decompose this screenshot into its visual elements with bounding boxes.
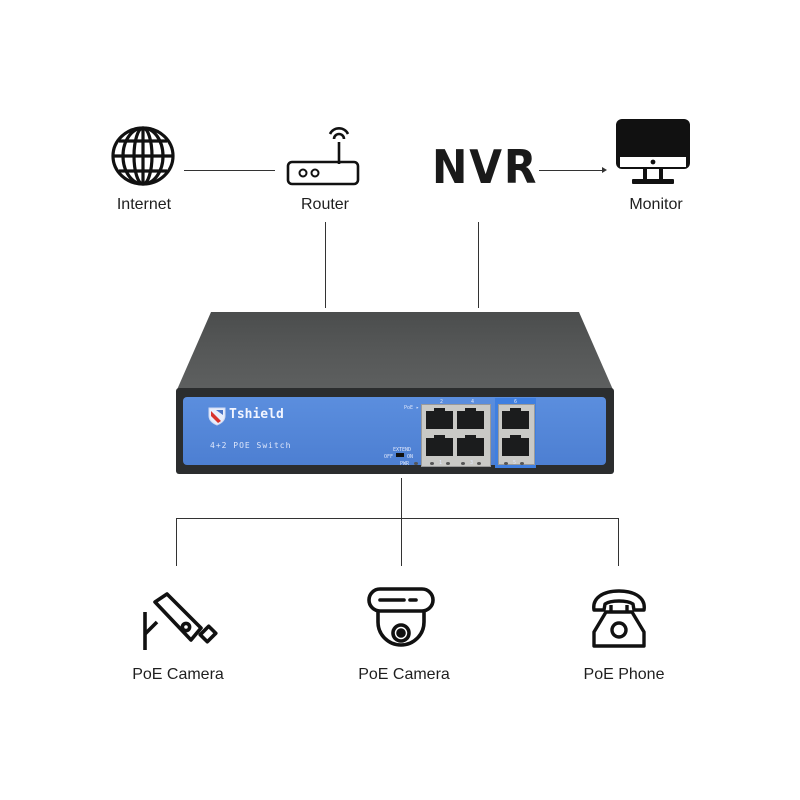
switch-down-line <box>401 478 402 566</box>
brand-name: Tshield <box>229 407 284 422</box>
led-5a <box>504 462 508 465</box>
bus-right-drop <box>618 518 619 566</box>
ethernet-port-2[interactable] <box>426 408 453 429</box>
ethernet-port-6[interactable] <box>502 408 529 429</box>
bullet-camera-label: PoE Camera <box>132 666 224 683</box>
led-3b <box>477 462 481 465</box>
telephone-icon <box>592 589 646 648</box>
led-1b <box>446 462 450 465</box>
switch-model: 4+2 POE Switch <box>210 441 292 450</box>
ethernet-port-1[interactable] <box>426 435 453 456</box>
ethernet-port-3[interactable] <box>457 435 484 456</box>
dip-title: EXTEND <box>393 447 412 453</box>
extend-dip-switch[interactable] <box>396 453 404 457</box>
arrow-head-icon <box>602 167 607 173</box>
bus-left-drop <box>176 518 177 566</box>
led-number-3: 3 <box>470 460 474 466</box>
ethernet-port-4[interactable] <box>457 408 484 429</box>
switch-top-cover <box>176 312 614 392</box>
shield-logo-icon <box>208 407 226 426</box>
internet-label: Internet <box>116 196 172 213</box>
nvr-monitor-line <box>539 170 605 171</box>
monitor-label: Monitor <box>629 196 683 213</box>
router-switch-line <box>325 222 326 308</box>
led-pwr <box>414 462 418 465</box>
bus-line <box>176 518 619 519</box>
led-number-5: 5 <box>513 460 517 466</box>
bullet-camera-icon <box>143 592 218 650</box>
ethernet-port-5[interactable] <box>502 435 529 456</box>
dome-camera-label: PoE Camera <box>358 666 450 683</box>
led-number-1: 1 <box>439 460 443 466</box>
dip-off-label: OFF <box>384 454 394 460</box>
router-label: Router <box>300 196 350 213</box>
poe-label: PoE ▸ <box>404 405 420 411</box>
dip-on-label: ON <box>407 454 414 460</box>
nvr-switch-line <box>478 222 479 308</box>
dome-camera-icon <box>367 587 435 647</box>
monitor-icon <box>616 119 690 184</box>
pwr-label: PWR <box>400 461 410 467</box>
router-icon <box>286 127 360 186</box>
port-number-6: 6 <box>514 399 518 405</box>
internet-router-line <box>184 170 275 171</box>
port-number-2: 2 <box>440 399 444 405</box>
globe-icon <box>111 126 175 186</box>
port-number-4: 4 <box>471 399 475 405</box>
led-3a <box>461 462 465 465</box>
led-5b <box>520 462 524 465</box>
led-1a <box>430 462 434 465</box>
nvr-label: NVR <box>432 140 539 194</box>
phone-label: PoE Phone <box>583 666 665 683</box>
